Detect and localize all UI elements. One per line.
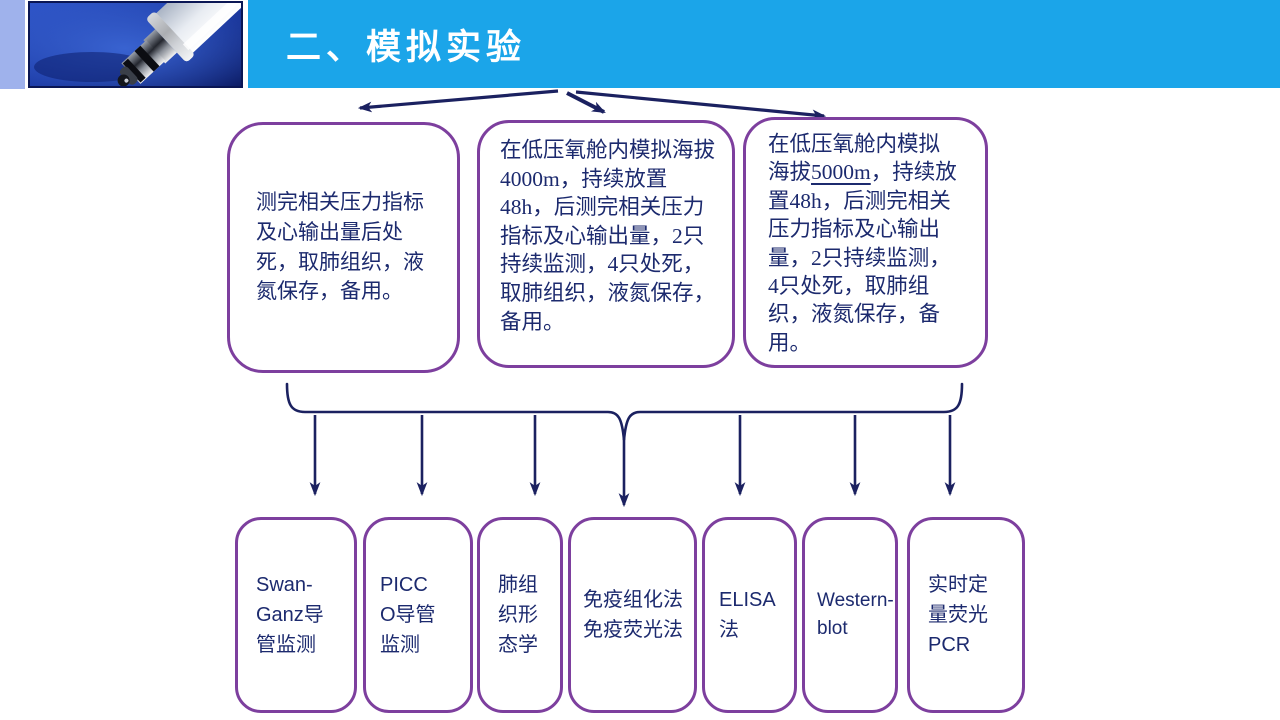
underbrace <box>285 382 964 441</box>
method-box-swan-ganz: Swan-Ganz导管监测 <box>235 517 357 713</box>
method-box-immunohistochemistry: 免疫组化法免疫荧光法 <box>568 517 697 713</box>
method-box-label: Western-blot <box>817 589 894 640</box>
protocol-box-5000m: 在低压氧舱内模拟海拔5000m，持续放置48h，后测完相关压力指标及心输出量，2… <box>743 117 988 368</box>
method-box-lung-morphology: 肺组织形态学 <box>477 517 563 713</box>
method-box-elisa: ELISA法 <box>702 517 797 713</box>
method-box-realtime-pcr: 实时定量荧光PCR <box>907 517 1025 713</box>
method-box-label: ELISA法 <box>719 589 776 641</box>
method-box-label: 肺组织形态学 <box>498 574 538 656</box>
method-box-label: Swan-Ganz导管监测 <box>256 574 324 656</box>
header-bar: 二、模拟实验 <box>248 0 1280 88</box>
fanout-arrow-middle <box>566 91 606 114</box>
method-box-picco: PICCO导管监测 <box>363 517 473 713</box>
protocol-box-4000m: 在低压氧舱内模拟海拔4000m，持续放置48h，后测完相关压力指标及心输出量，2… <box>477 120 735 368</box>
protocol-box-5000m-text: 在低压氧舱内模拟海拔5000m，持续放置48h，后测完相关压力指标及心输出量，2… <box>768 130 959 357</box>
syringe-photo-art <box>30 3 241 86</box>
method-box-label: PICCO导管监测 <box>380 574 436 656</box>
protocol-box-5000m-text-pre: 在低压氧舱内模拟海拔 <box>768 132 941 185</box>
syringe-photo <box>28 1 243 88</box>
protocol-box-5000m-text-underlined: 5000m <box>811 160 871 185</box>
method-box-western-blot: Western-blot <box>802 517 898 713</box>
slide-title: 二、模拟实验 <box>286 27 527 67</box>
protocol-box-4000m-text: 在低压氧舱内模拟海拔4000m，持续放置48h，后测完相关压力指标及心输出量，2… <box>500 138 716 334</box>
protocol-box-baseline-text: 测完相关压力指标及心输出量后处死，取肺组织，液氮保存，备用。 <box>256 189 424 304</box>
fanout-arrow-right <box>575 90 827 121</box>
fanout-arrow-left <box>357 89 559 113</box>
method-box-label: 实时定量荧光PCR <box>928 574 988 656</box>
method-box-label: 免疫组化法免疫荧光法 <box>583 589 683 641</box>
left-accent-strip <box>0 0 25 89</box>
protocol-box-5000m-text-post: ，持续放置48h，后测完相关压力指标及心输出量，2只持续监测，4只处死，取肺组织… <box>768 160 957 355</box>
protocol-box-baseline: 测完相关压力指标及心输出量后处死，取肺组织，液氮保存，备用。 <box>227 122 460 373</box>
